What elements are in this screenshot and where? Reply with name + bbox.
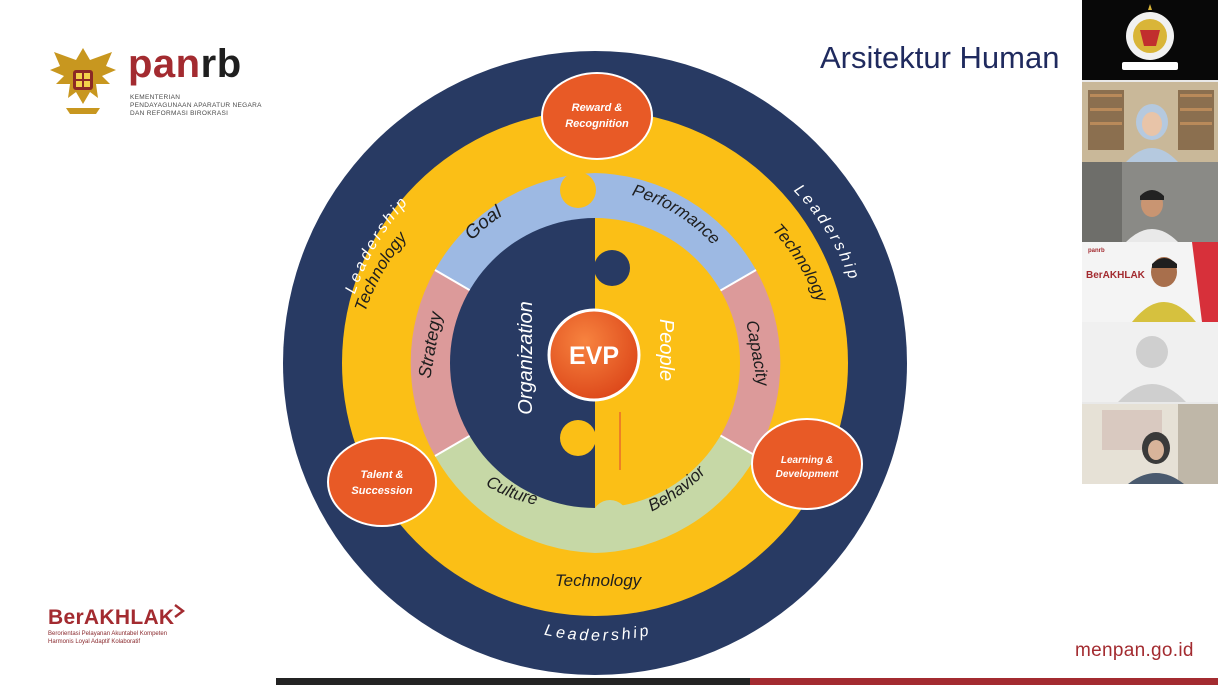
bottom-bar-dark <box>276 678 750 685</box>
participant-tile-1[interactable] <box>1082 0 1218 80</box>
garuda-emblem-icon <box>50 48 116 114</box>
ministry-line-2: PENDAYAGUNAAN APARATUR NEGARA <box>130 102 262 109</box>
participant-video-strip[interactable]: panrb BerAKHLAK <box>1082 0 1218 484</box>
participant-video-3 <box>1082 162 1218 242</box>
panrb-part1: pan <box>128 42 201 86</box>
berakhlak-logo: BerAKHLAK Berorientasi Pelayanan Akuntab… <box>48 604 228 646</box>
badge-talent-line1: Talent & <box>361 469 404 481</box>
tile4-panrb-logo: panrb <box>1088 248 1105 254</box>
bottom-bar-red <box>750 678 1218 685</box>
ministry-name: KEMENTERIAN PENDAYAGUNAAN APARATUR NEGAR… <box>130 94 280 118</box>
badge-talent-succession: Talent & Succession <box>327 437 437 527</box>
participant-tile-5[interactable] <box>1082 322 1218 402</box>
badge-talent-line2: Succession <box>351 485 412 497</box>
participant-tile-2[interactable] <box>1082 82 1218 162</box>
people-label: People <box>655 319 677 381</box>
ministry-line-1: KEMENTERIAN <box>130 94 181 101</box>
badge-reward-recognition: Reward & Recognition <box>541 72 653 160</box>
participant-tile-4[interactable]: panrb BerAKHLAK <box>1082 242 1218 322</box>
avatar-placeholder-icon <box>1082 322 1218 402</box>
participant-tile-3[interactable] <box>1082 162 1218 242</box>
puzzle-knob-right <box>594 250 630 286</box>
participant-video-4 <box>1082 242 1218 322</box>
ministry-line-3: DAN REFORMASI BIROKRASI <box>130 110 229 117</box>
badge-learning-development: Learning & Development <box>751 418 863 510</box>
berakhlak-title: BerAKHLAK <box>48 606 175 629</box>
berakhlak-tagline-2: Harmonis Loyal Adaptif Kolaboratif <box>48 638 141 645</box>
berakhlak-tagline-1: Berorientasi Pelayanan Akuntabel Kompete… <box>48 631 168 637</box>
participant-video-6 <box>1082 404 1218 484</box>
participant-tile-6[interactable] <box>1082 404 1218 484</box>
leadership-label-bottom: Leadership <box>543 622 650 645</box>
evp-label: EVP <box>569 342 619 370</box>
bottom-bar <box>276 678 1218 685</box>
panrb-part2: rb <box>200 42 242 86</box>
people-half <box>595 218 740 508</box>
badge-learning-line2: Development <box>776 469 839 480</box>
badge-learning-line1: Learning & <box>781 455 833 466</box>
chevron-right-icon <box>174 604 185 618</box>
badge-reward-line2: Recognition <box>565 118 629 130</box>
badge-reward-line1: Reward & <box>572 102 623 114</box>
tile4-berakhlak-word: BerAKHLAK <box>1086 270 1145 281</box>
slide-title: Arsitektur Human <box>820 40 1060 75</box>
website-url: menpan.go.id <box>1075 640 1194 661</box>
puzzle-knob-bottom <box>592 500 628 536</box>
organization-emblem-icon <box>1122 4 1178 70</box>
panrb-wordmark: panrb <box>128 44 242 84</box>
evp-center <box>547 308 641 402</box>
puzzle-knob-left <box>560 420 596 456</box>
participant-video-2 <box>1082 82 1218 162</box>
technology-label-bottom: Technology <box>555 571 643 590</box>
svg-text:Leadership: Leadership <box>543 622 653 645</box>
organization-label: Organization <box>515 301 537 414</box>
puzzle-knob-top <box>560 172 596 208</box>
ministry-logo: panrb KEMENTERIAN PENDAYAGUNAAN APARATUR… <box>46 42 276 122</box>
organization-half <box>450 218 595 508</box>
